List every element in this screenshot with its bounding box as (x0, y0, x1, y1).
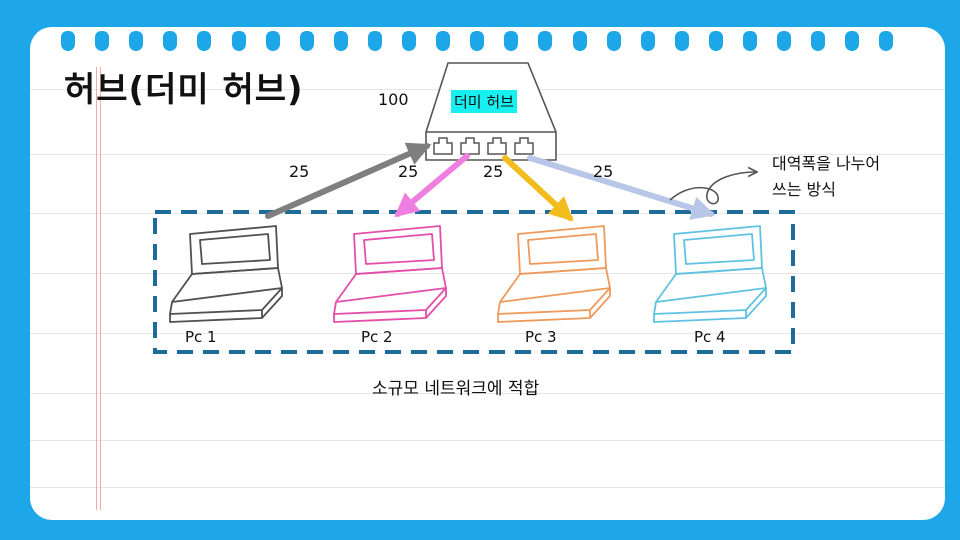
binding-ring (470, 31, 485, 51)
binding-ring (197, 31, 212, 51)
bandwidth-arrow (265, 142, 432, 219)
hub-port (460, 137, 480, 155)
binding-ring (402, 31, 416, 51)
hub-port (487, 137, 507, 155)
binding-ring (572, 31, 587, 51)
binding-ring (367, 31, 382, 51)
margin-line (96, 67, 97, 510)
pc-label: Pc 1 (185, 328, 217, 346)
binding-ring (299, 31, 314, 51)
binding-ring (606, 31, 621, 51)
margin-line (100, 67, 101, 510)
link-bandwidth-label: 25 (483, 162, 504, 181)
bandwidth-arrow (502, 155, 574, 222)
pc-laptop-icon (497, 225, 611, 323)
binding-ring (708, 31, 723, 51)
binding-ring (436, 31, 451, 51)
link-bandwidth-label: 25 (398, 162, 419, 181)
ruled-line (30, 487, 945, 488)
binding-ring (231, 31, 246, 51)
pc-laptop-icon (333, 225, 447, 323)
binding-ring (640, 31, 655, 51)
binding-ring (333, 31, 348, 51)
pc-laptop-icon (169, 225, 283, 323)
binding-ring (129, 31, 144, 51)
pc-label: Pc 2 (361, 328, 393, 346)
binding-ring (163, 31, 178, 51)
binding-ring (95, 31, 110, 51)
binding-ring (777, 31, 792, 51)
binding-ring (811, 31, 826, 51)
binding-ring (743, 31, 757, 51)
ruled-line (30, 440, 945, 441)
note-text-line2: 쓰는 방식 (772, 180, 836, 199)
note-text-line1: 대역폭을 나누어 (772, 154, 881, 173)
binding-ring (845, 31, 860, 51)
curved-note-arrow (669, 172, 756, 205)
hub-port (514, 137, 534, 155)
ruled-line (30, 393, 945, 394)
pc-laptop-icon (653, 225, 767, 323)
binding-ring (504, 31, 519, 51)
hub-port-row (433, 137, 534, 155)
bandwidth-links (265, 142, 716, 222)
binding-ring (538, 31, 553, 51)
link-bandwidth-label: 25 (289, 162, 310, 181)
ruled-line (30, 333, 945, 334)
slide-title: 허브(더미 허브) (64, 70, 304, 110)
footer-caption: 소규모 네트워크에 적합 (372, 379, 540, 399)
binding-ring (265, 31, 280, 51)
binding-ring (61, 31, 75, 51)
pc-label: Pc 3 (525, 328, 557, 346)
link-bandwidth-label: 25 (593, 162, 614, 181)
hub-total-bandwidth: 100 (378, 90, 409, 109)
hub-port (433, 137, 453, 155)
hub-label: 더미 허브 (451, 90, 517, 113)
binding-ring (674, 31, 689, 51)
pc-label: Pc 4 (694, 328, 726, 346)
bandwidth-arrow (527, 155, 716, 220)
pc-group (169, 225, 767, 323)
bandwidth-arrow (394, 153, 470, 218)
binding-ring (879, 31, 894, 51)
ruled-line (30, 273, 945, 274)
ruled-line (30, 213, 945, 214)
pc-group-boundary (153, 210, 795, 354)
